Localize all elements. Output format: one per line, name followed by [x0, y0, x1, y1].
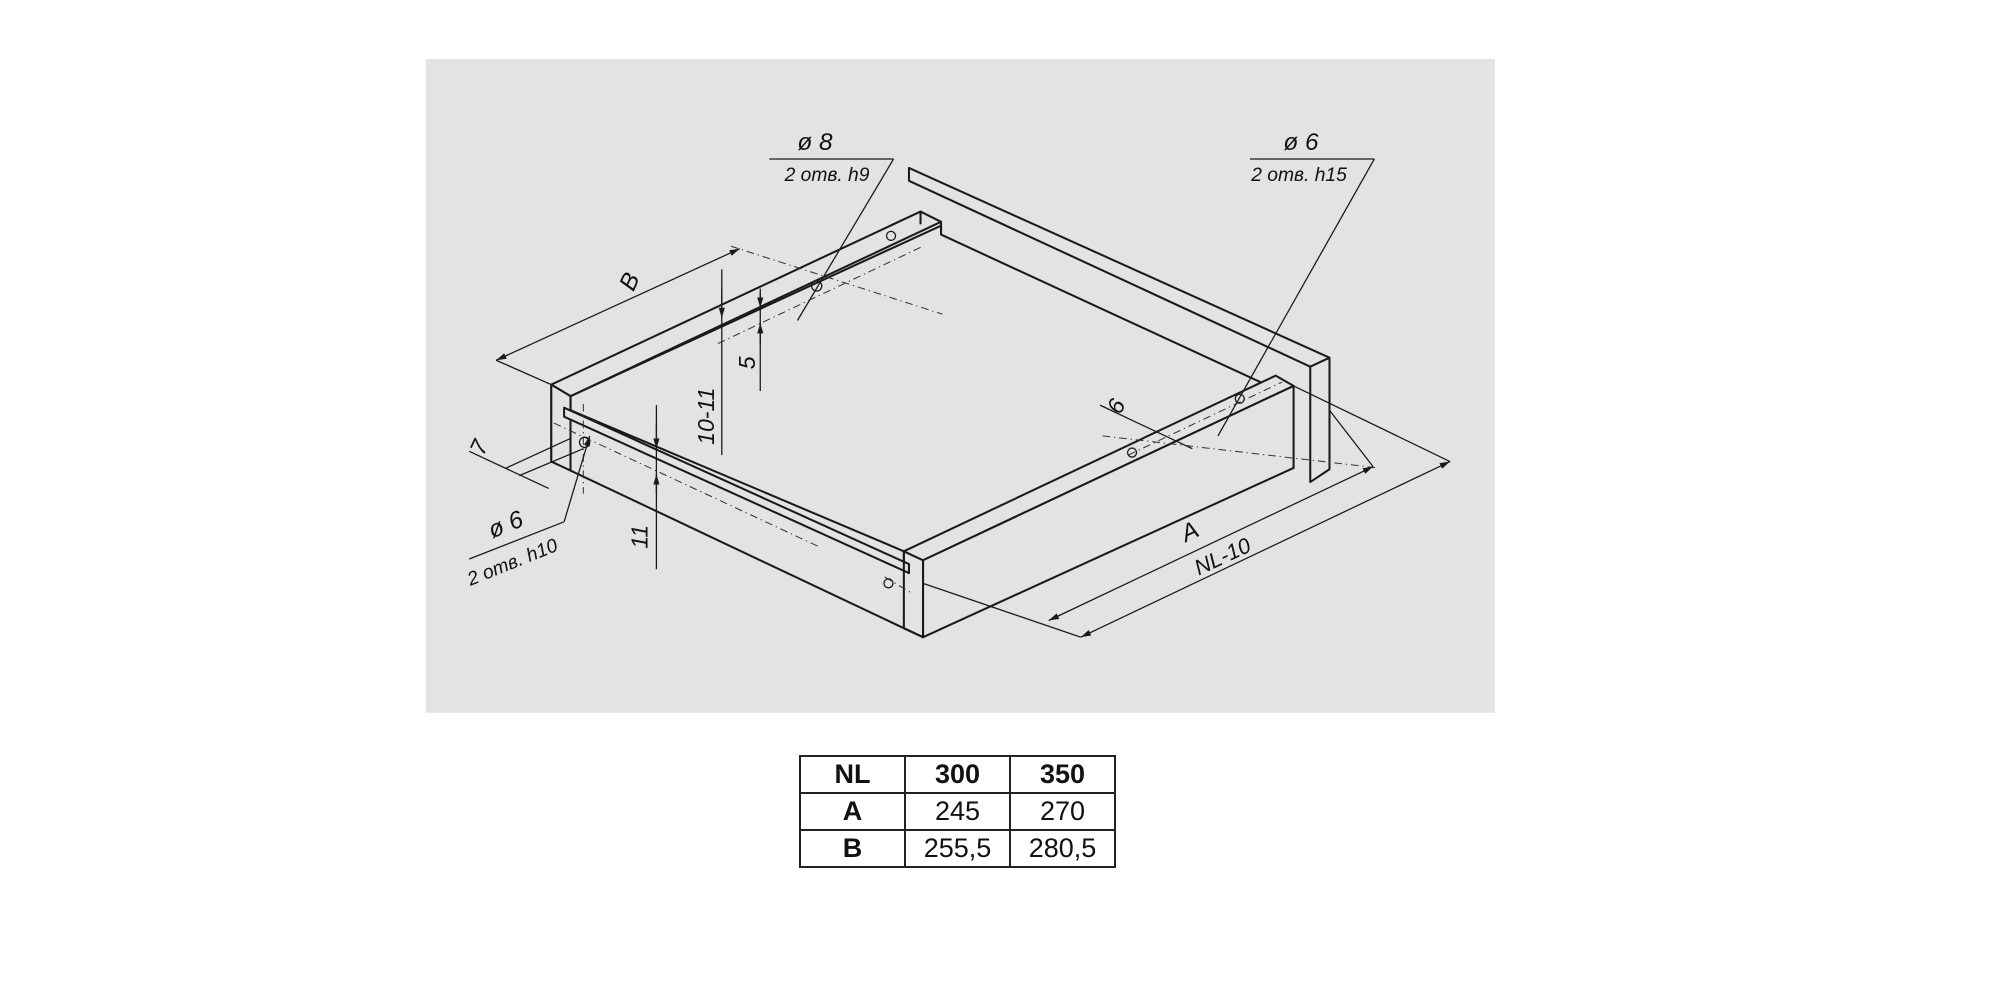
table-cell: 245	[904, 792, 1011, 831]
dim-11-label: 11	[626, 525, 652, 549]
table-header-row: NL 300 350	[799, 755, 1116, 794]
dim-5-label: 5	[734, 356, 760, 369]
dim-10-11-label: 10-11	[693, 388, 719, 445]
table-cell: B	[799, 829, 906, 868]
table-cell: A	[799, 792, 906, 831]
dimension-lines	[468, 158, 1451, 638]
hole-top-note-label: 2 отв. h9	[784, 165, 870, 186]
table-cell: 280,5	[1009, 829, 1116, 868]
table-cell: NL	[799, 755, 906, 794]
table-cell: 270	[1009, 792, 1116, 831]
table-cell: 350	[1009, 755, 1116, 794]
table-cell: 255,5	[904, 829, 1011, 868]
hole-top-diameter-label: ø 8	[797, 129, 833, 156]
dimensions-table: NL 300 350 A 245 270 B 255,5 280,5	[799, 755, 1116, 868]
table-row: B 255,5 280,5	[799, 829, 1116, 868]
hole-right-diameter-label: ø 6	[1283, 129, 1319, 156]
table-row: A 245 270	[799, 792, 1116, 831]
table-cell: 300	[904, 755, 1011, 794]
hole-right-note-label: 2 отв. h15	[1250, 165, 1347, 186]
